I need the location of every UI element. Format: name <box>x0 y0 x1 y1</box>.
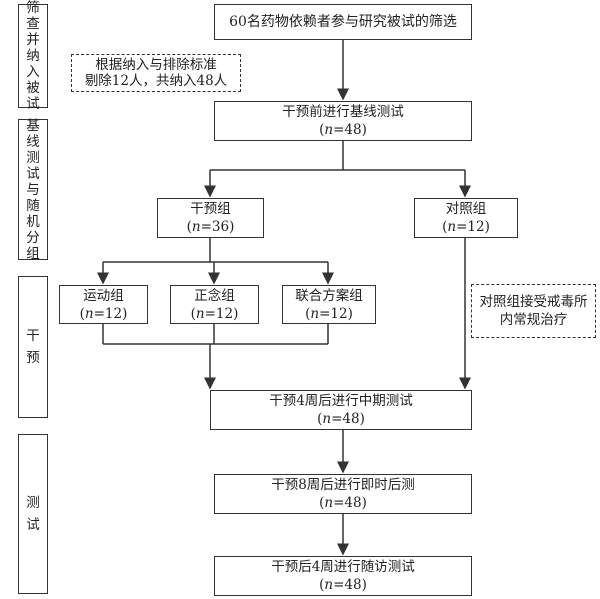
mid-test-n: (n=48) <box>317 411 365 427</box>
mindfulness-n-symbol: n <box>195 305 205 322</box>
control-n-symbol: n <box>447 219 457 235</box>
control-title: 对照组 <box>445 201 487 217</box>
side-label-screening-text: 筛查并纳入被试 <box>26 0 40 112</box>
mindfulness-group-box: 正念组 (n=12) <box>170 285 259 324</box>
side-label-screening: 筛查并纳入被试 <box>18 0 48 112</box>
intervention-group-box: 干预组 (n=36) <box>157 198 264 238</box>
screening-box: 60名药物依赖者参与研究被试的筛选 <box>214 4 472 40</box>
mid-test-n-symbol: n <box>322 411 332 427</box>
baseline-n-symbol: n <box>324 122 334 138</box>
intervention-n: (n=36) <box>186 219 235 235</box>
combined-group-box: 联合方案组 (n=12) <box>282 285 376 324</box>
followup-n-value: 48 <box>344 577 362 593</box>
combined-title: 联合方案组 <box>295 287 363 304</box>
exclusion-line2: 剔除12人，共纳入48人 <box>84 73 228 89</box>
control-n-value: 12 <box>467 219 485 235</box>
exercise-n-value: 12 <box>104 305 123 322</box>
side-label-intervention: 干预 <box>18 276 48 418</box>
exercise-n: (n=12) <box>79 305 128 322</box>
post-test-n-value: 48 <box>344 495 362 511</box>
exercise-title: 运动组 <box>83 287 124 304</box>
combined-n: (n=12) <box>305 305 353 322</box>
mid-test-n-value: 48 <box>342 411 360 427</box>
mindfulness-n: (n=12) <box>190 305 239 322</box>
combined-n-value: 12 <box>330 305 348 322</box>
mindfulness-n-value: 12 <box>215 305 234 322</box>
followup-n: (n=48) <box>319 577 367 593</box>
screening-text: 60名药物依赖者参与研究被试的筛选 <box>229 14 457 30</box>
post-test-n: (n=48) <box>319 495 367 511</box>
baseline-n-value: 48 <box>344 122 362 138</box>
mid-test-box: 干预4周后进行中期测试 (n=48) <box>210 390 472 430</box>
control-note-line1: 对照组接受戒毒所 <box>479 294 588 310</box>
followup-n-symbol: n <box>324 577 334 593</box>
exercise-group-box: 运动组 (n=12) <box>59 285 148 324</box>
side-label-testing-text: 测试 <box>26 495 40 533</box>
side-label-testing: 测试 <box>18 434 48 594</box>
followup-title: 干预后4周进行随访测试 <box>271 559 415 575</box>
exclusion-note-box: 根据纳入与排除标准 剔除12人，共纳入48人 <box>71 54 241 92</box>
post-test-box: 干预8周后进行即时后测 (n=48) <box>214 474 472 514</box>
followup-test-box: 干预后4周进行随访测试 (n=48) <box>214 556 472 596</box>
post-test-title: 干预8周后进行即时后测 <box>271 477 415 493</box>
control-note-box: 对照组接受戒毒所 内常规治疗 <box>471 284 596 338</box>
baseline-title: 干预前进行基线测试 <box>282 104 404 120</box>
side-label-intervention-text: 干预 <box>26 328 40 366</box>
intervention-n-symbol: n <box>191 219 201 235</box>
post-test-n-symbol: n <box>324 495 334 511</box>
exclusion-line1: 根据纳入与排除标准 <box>95 57 217 73</box>
combined-n-symbol: n <box>310 305 320 322</box>
side-label-baseline-text: 基线测试与随机分组 <box>26 117 40 262</box>
side-label-baseline: 基线测试与随机分组 <box>18 117 48 262</box>
control-note-line2: 内常规治疗 <box>499 312 568 328</box>
control-group-box: 对照组 (n=12) <box>414 198 518 238</box>
baseline-test-box: 干预前进行基线测试 (n=48) <box>214 101 472 141</box>
mindfulness-title: 正念组 <box>194 287 235 304</box>
mid-test-title: 干预4周后进行中期测试 <box>269 393 413 409</box>
control-n: (n=12) <box>442 219 490 235</box>
intervention-n-value: 36 <box>211 219 230 235</box>
baseline-n: (n=48) <box>319 122 367 138</box>
intervention-title: 干预组 <box>190 201 231 217</box>
exercise-n-symbol: n <box>84 305 94 322</box>
